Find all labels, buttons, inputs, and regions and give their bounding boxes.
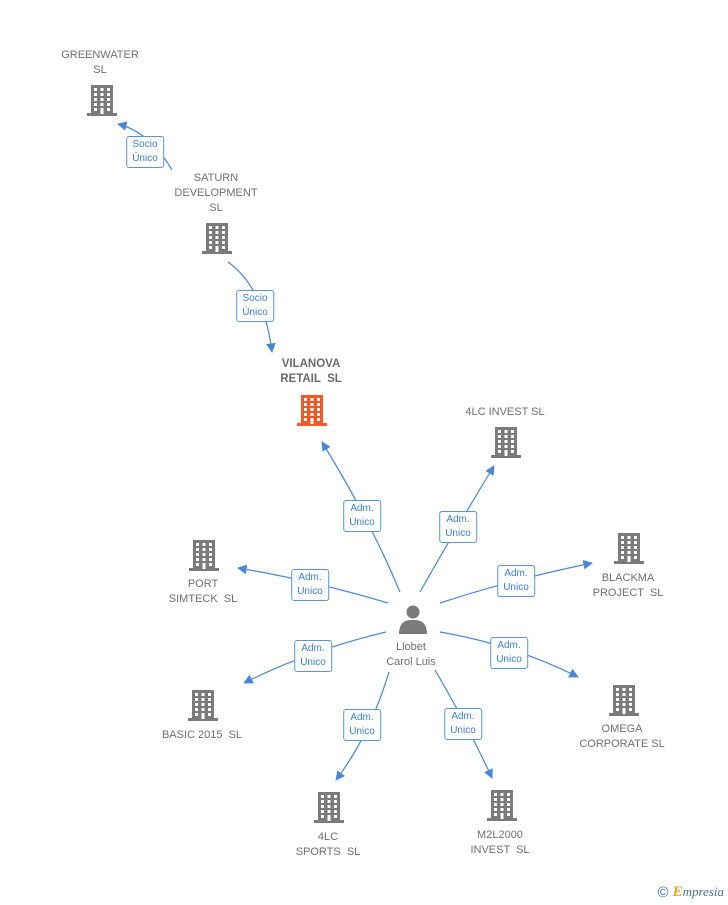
edge-label-basic: Adm. Unico: [294, 640, 332, 672]
node-label-greenwater[interactable]: GREENWATER SL: [61, 49, 139, 76]
node-label-4lcinvest[interactable]: 4LC INVEST SL: [465, 406, 545, 418]
edge-label-4lcinvest: Adm. Unico: [439, 511, 477, 543]
brand-watermark[interactable]: © Empresia: [658, 884, 724, 901]
person-icon[interactable]: [399, 605, 427, 635]
building-icon[interactable]: [487, 790, 517, 821]
edge-label-vilanova: Socio Único: [236, 290, 274, 322]
node-label-vilanova[interactable]: VILANOVA RETAIL SL: [280, 358, 342, 385]
edge-label-m2l2000: Adm. Unico: [444, 708, 482, 740]
icons-layer: [87, 85, 644, 823]
node-label-m2l2000[interactable]: M2L2000 INVEST SL: [470, 829, 530, 856]
node-label-llobet[interactable]: Llobet Carol Luis: [386, 641, 436, 668]
brand-name-rest: mpresia: [682, 884, 724, 899]
brand-name-first: E: [672, 884, 683, 900]
edge-label-greenwater: Socio Único: [126, 136, 164, 168]
building-icon[interactable]: [87, 85, 117, 116]
edge-label-omega: Adm. Unico: [490, 637, 528, 669]
building-icon[interactable]: [491, 427, 521, 458]
node-label-4lcsports[interactable]: 4LC SPORTS SL: [295, 831, 361, 858]
edge-label-port: Adm. Unico: [291, 569, 329, 601]
node-label-port[interactable]: PORT SIMTECK SL: [168, 578, 238, 605]
edge-label-vilanova: Adm. Unico: [343, 500, 381, 532]
building-icon[interactable]: [614, 533, 644, 564]
focus-building-icon[interactable]: [297, 395, 327, 426]
node-label-blackma[interactable]: BLACKMA PROJECT SL: [592, 572, 664, 599]
node-label-omega[interactable]: OMEGA CORPORATE SL: [579, 723, 665, 750]
node-label-saturn[interactable]: SATURN DEVELOPMENT SL: [174, 172, 258, 214]
copyright-icon: ©: [657, 884, 669, 901]
building-icon[interactable]: [188, 690, 218, 721]
edges-layer: [117, 121, 593, 781]
building-icon[interactable]: [189, 540, 219, 571]
edge-label-blackma: Adm. Unico: [497, 565, 535, 597]
edge-label-4lcsports: Adm. Unico: [343, 709, 381, 741]
brand-name: Empresia: [673, 884, 724, 901]
building-icon[interactable]: [314, 792, 344, 823]
building-icon[interactable]: [202, 223, 232, 254]
building-icon[interactable]: [609, 685, 639, 716]
node-label-basic[interactable]: BASIC 2015 SL: [161, 729, 243, 741]
